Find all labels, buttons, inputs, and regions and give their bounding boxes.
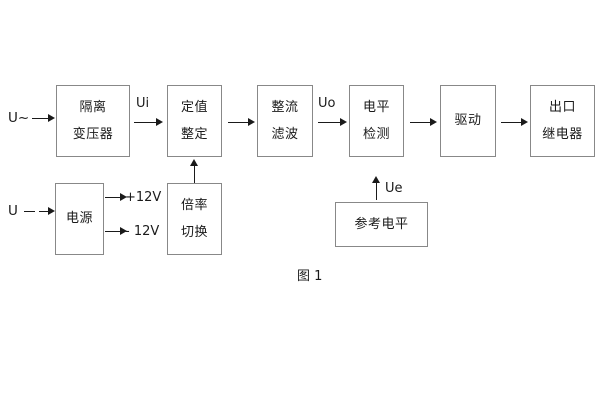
input-label-ac: U~: [8, 110, 30, 126]
input-label-dc: U: [8, 203, 18, 219]
block-line-2: 继电器: [542, 126, 583, 142]
signal-label-ui: Ui: [136, 96, 150, 111]
block-drive[interactable]: 驱动: [440, 85, 496, 157]
arrow-rectify-filter-to-level-detection: [318, 118, 348, 127]
block-line-2: 变压器: [72, 126, 114, 142]
block-multiplier-switch[interactable]: 倍率 切换: [167, 183, 222, 255]
block-line-1: 参考电平: [354, 216, 409, 232]
block-rectify-filter[interactable]: 整流 滤波: [257, 85, 313, 157]
figure-caption: 图 1: [297, 269, 323, 284]
arrow-level-detection-to-drive: [410, 118, 438, 127]
block-line-1: 定值: [180, 99, 208, 115]
arrow-rail-negative: [105, 227, 127, 236]
block-setting-value[interactable]: 定值 整定: [167, 85, 222, 157]
signal-label-uo: Uo: [318, 96, 336, 111]
arrow-isolation-transformer-to-setting-value: [134, 118, 164, 127]
block-line-2: 检测: [362, 126, 390, 142]
block-line-1: 隔离: [79, 99, 107, 115]
block-isolation-transformer[interactable]: 隔离 变压器: [56, 85, 130, 157]
block-line-1: 驱动: [454, 113, 482, 129]
block-line-1: 电源: [65, 211, 93, 227]
block-reference-level[interactable]: 参考电平: [335, 202, 428, 247]
arrow-multiplier-switch-to-setting-value: [190, 159, 199, 183]
block-line-1: 出口: [548, 99, 576, 115]
arrow-rail-positive: [105, 193, 127, 202]
signal-label-ue: Ue: [385, 181, 403, 196]
arrow-drive-to-output-relay: [501, 118, 529, 127]
arrow-ac-input-to-isolation-transformer: [32, 114, 55, 123]
block-line-2: 切换: [180, 224, 208, 240]
rail-label-positive: +12V: [125, 190, 162, 205]
block-power-supply[interactable]: 电源: [55, 183, 104, 255]
block-line-2: 整定: [180, 126, 208, 142]
block-level-detection[interactable]: 电平 检测: [349, 85, 404, 157]
arrow-setting-value-to-rectify-filter: [228, 118, 256, 127]
block-line-1: 整流: [271, 99, 299, 115]
block-line-2: 滤波: [271, 126, 299, 142]
block-line-1: 电平: [362, 99, 390, 115]
arrow-reference-level-to-level-detection: [372, 176, 381, 200]
dc-symbol-dash: [24, 211, 35, 213]
block-output-relay[interactable]: 出口 继电器: [530, 85, 595, 157]
arrow-dc-input-to-power-supply: [39, 207, 55, 216]
block-line-1: 倍率: [180, 197, 208, 213]
rail-label-negative: - 12V: [125, 224, 160, 239]
